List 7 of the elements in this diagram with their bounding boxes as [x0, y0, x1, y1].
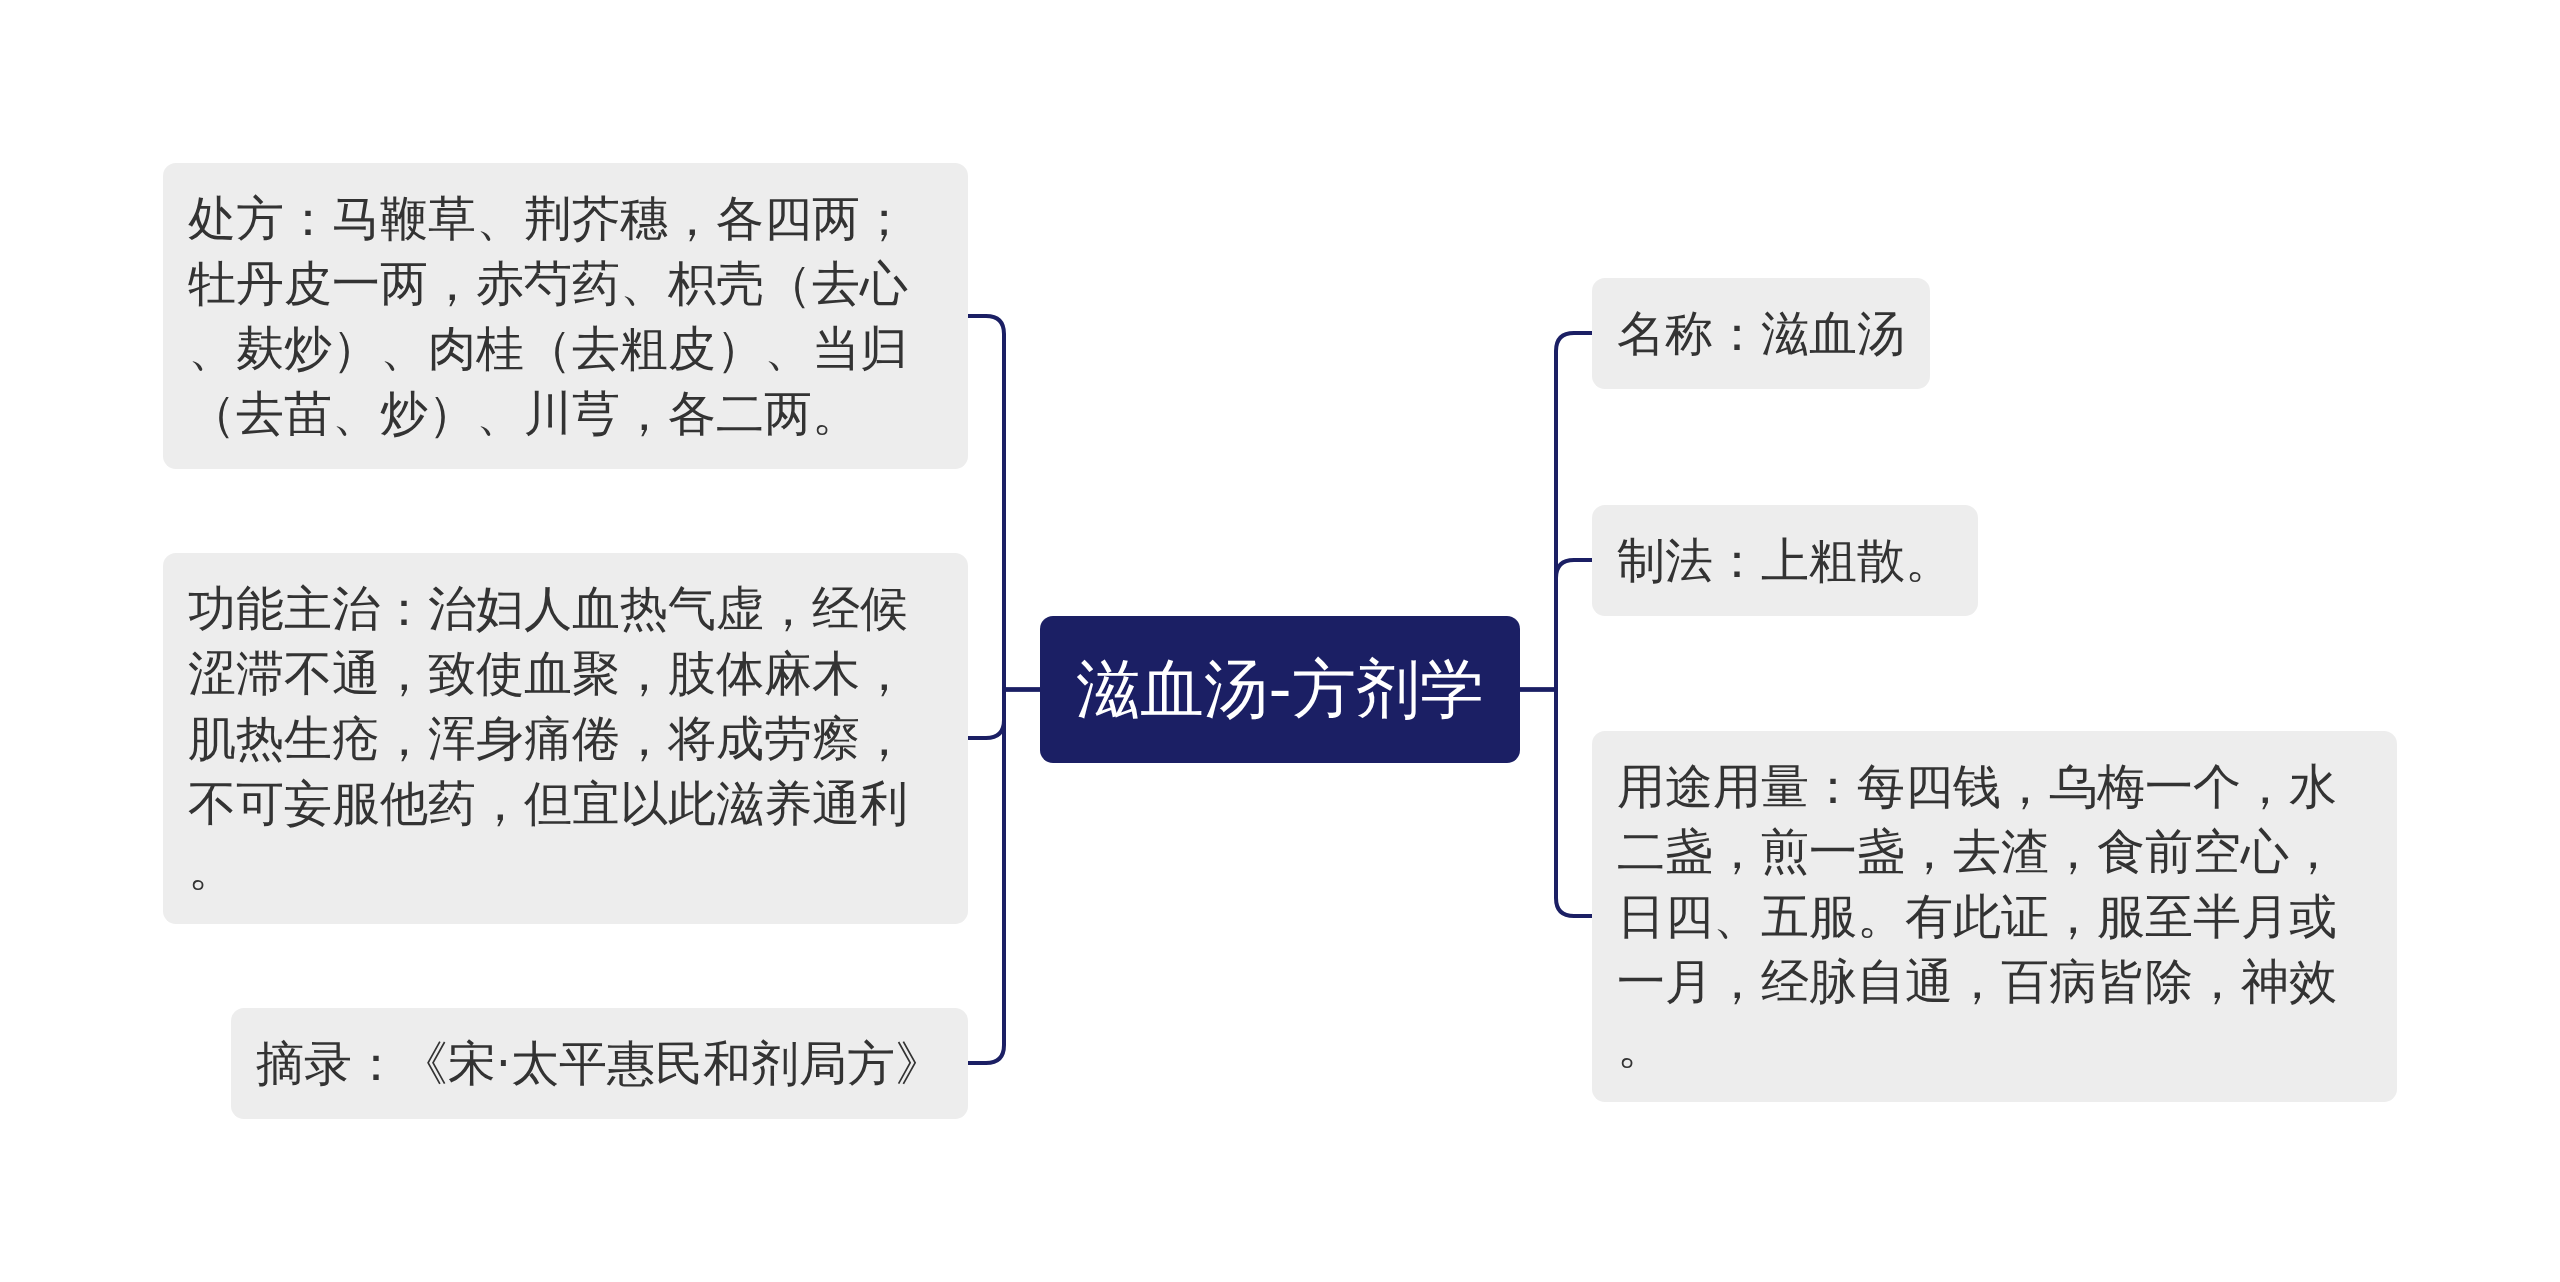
topic-box: 用途用量：每四钱，乌梅一个，水二盏，煎一盏，去渣，食前空心，日四、五服。有此证，服至半月或一月，经脉自通，百病皆除，神效。: [1592, 730, 2397, 1102]
topic-box: 名称：滋血汤: [1592, 277, 1930, 389]
topic-box: 制法：上粗散。: [1592, 504, 1978, 616]
topic-box: 处方：马鞭草、荆芥穗，各四两；牡丹皮一两，赤芍药、枳壳（去心、麸炒）、肉桂（去粗皮）、当归（去苗、炒）、川芎，各二两。: [163, 163, 968, 469]
topic-box: 摘录：《宋·太平惠民和剂局方》: [230, 1007, 968, 1119]
topic-box: 功能主治：治妇人血热气虚，经候涩滞不通，致使血聚，肢体麻木，肌热生疮，浑身痛倦，将成劳瘵，不可妄服他药，但宜以此滋养通利。: [163, 552, 968, 924]
central-topic-box: 滋血汤-方剂学: [1040, 616, 1520, 763]
